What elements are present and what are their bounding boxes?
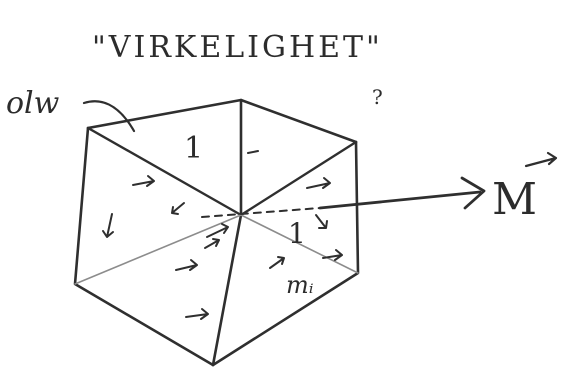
face-top-number: 1 (184, 131, 203, 166)
title-text: "VIRKELIGHET" (92, 30, 383, 65)
surface-label: olw (6, 86, 60, 121)
vector-arrow-icon (526, 153, 556, 166)
moment-label: mᵢ (286, 271, 314, 299)
total-vector-label: M (492, 174, 537, 225)
face-center-number: 1 (288, 217, 306, 250)
resultant-arrow-shaft (320, 192, 480, 208)
internal-dashed-line (202, 208, 320, 217)
question-mark: ? (372, 85, 383, 109)
